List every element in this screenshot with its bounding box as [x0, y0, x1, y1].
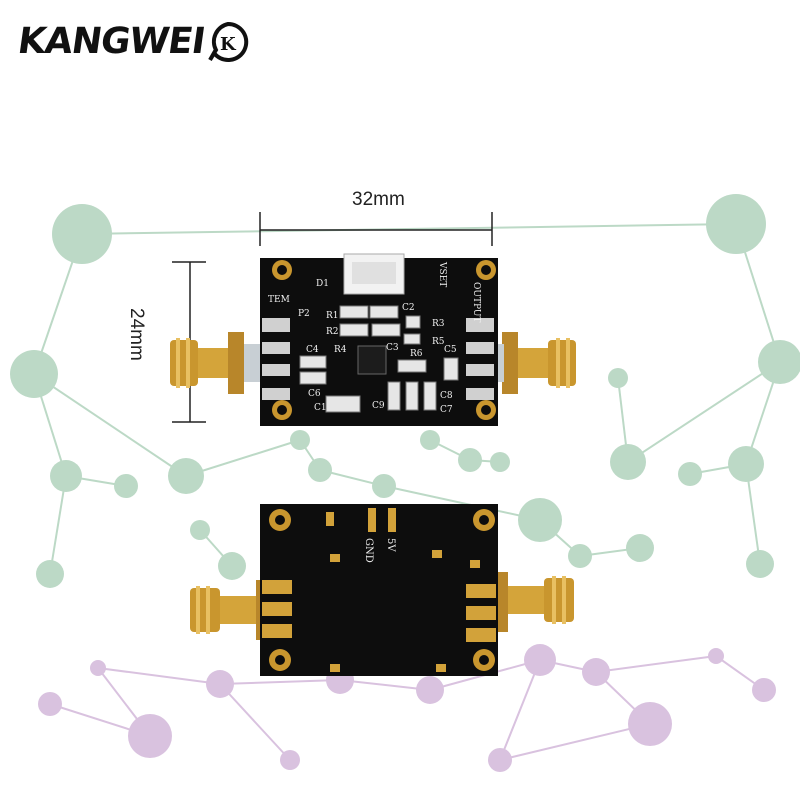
- network-node: [626, 534, 654, 562]
- network-node: [218, 552, 246, 580]
- silk-label-tem: TEM: [268, 295, 290, 305]
- network-node: [420, 430, 440, 450]
- network-link: [81, 223, 737, 235]
- amplifier-chip: [357, 345, 387, 375]
- network-node: [50, 460, 82, 492]
- network-node: [168, 458, 204, 494]
- network-node: [10, 350, 58, 398]
- network-node: [678, 462, 702, 486]
- network-link: [383, 485, 541, 521]
- network-link: [185, 439, 301, 477]
- silk-label-output: OUTPUT: [471, 282, 481, 322]
- network-node: [518, 498, 562, 542]
- sma-connector-bottom-right: [496, 572, 574, 632]
- network-node: [38, 692, 62, 716]
- silk-label-c3: C3: [386, 343, 399, 353]
- silk-label-c6: C6: [308, 389, 321, 399]
- network-node: [90, 660, 106, 676]
- network-node: [36, 560, 64, 588]
- brand-emblem-letters: K: [220, 34, 237, 55]
- silk-label-c4: C4: [306, 345, 319, 355]
- silk-label-c2: C2: [402, 303, 415, 313]
- brand-logo: KANGWEI K: [15, 20, 250, 64]
- network-node: [728, 446, 764, 482]
- network-node: [524, 644, 556, 676]
- network-node: [746, 550, 774, 578]
- silk-label-r5: R5: [432, 337, 445, 347]
- sma-connector-bottom-left: [190, 580, 268, 640]
- network-link: [339, 679, 431, 691]
- sma-connector-right: [486, 332, 576, 394]
- network-node: [52, 204, 112, 264]
- network-link: [33, 373, 187, 477]
- network-link: [219, 679, 341, 685]
- network-node: [490, 452, 510, 472]
- silk-label-r6: R6: [410, 349, 423, 359]
- network-node: [488, 748, 512, 772]
- network-node: [628, 702, 672, 746]
- network-node: [308, 458, 332, 482]
- network-node: [752, 678, 776, 702]
- network-node: [608, 368, 628, 388]
- network-node: [206, 670, 234, 698]
- network-link: [499, 659, 541, 761]
- brand-emblem-icon: K: [208, 21, 249, 62]
- network-link: [627, 361, 781, 463]
- silk-label-r2: R2: [326, 327, 339, 337]
- silk-label-c8: C8: [440, 391, 453, 401]
- silk-label-5v: 5V: [385, 538, 396, 552]
- silk-label-vset: VSET: [437, 261, 447, 287]
- silk-label-c5: C5: [444, 345, 457, 355]
- silk-label-r1: R1: [326, 311, 339, 321]
- network-node: [290, 430, 310, 450]
- network-node: [582, 658, 610, 686]
- silk-label-d1: D1: [316, 279, 329, 289]
- network-link: [97, 667, 221, 685]
- network-node: [190, 520, 210, 540]
- silk-label-r4: R4: [334, 345, 347, 355]
- sma-connector-left: [170, 332, 262, 394]
- width-dimension-label: 32mm: [352, 189, 405, 210]
- network-node: [706, 194, 766, 254]
- network-node: [568, 544, 592, 568]
- network-node: [114, 474, 138, 498]
- silk-label-c1: C1: [314, 403, 327, 413]
- silk-label-c9: C9: [372, 401, 385, 411]
- network-node: [280, 750, 300, 770]
- network-node: [758, 340, 800, 384]
- network-node: [372, 474, 396, 498]
- network-node: [128, 714, 172, 758]
- network-link: [49, 475, 67, 575]
- network-link: [219, 683, 291, 761]
- pcb-bottom: [260, 504, 498, 676]
- silk-label-p2: P2: [298, 309, 310, 319]
- network-node: [610, 444, 646, 480]
- network-node: [708, 648, 724, 664]
- network-link: [595, 655, 717, 673]
- silk-label-r3: R3: [432, 319, 445, 329]
- silk-label-gnd: GND: [363, 538, 374, 563]
- network-node: [458, 448, 482, 472]
- silk-label-c7: C7: [440, 405, 453, 415]
- network-link: [499, 723, 651, 761]
- network-node: [416, 676, 444, 704]
